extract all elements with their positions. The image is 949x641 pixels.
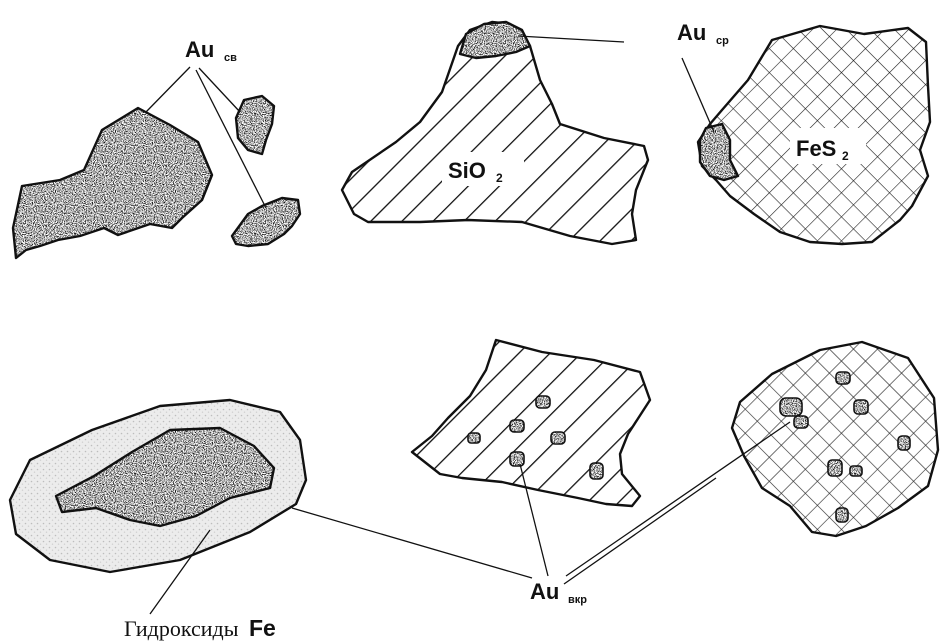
- label-au-free: Au св: [185, 37, 237, 64]
- pyrite-inclusion: [854, 400, 868, 414]
- label-hydroxides: Гидроксиды Fe: [124, 615, 276, 641]
- leader-au-disseminated-hydroxide: [292, 508, 532, 578]
- label-fes2: FeS 2: [790, 128, 866, 164]
- free-gold-small-grain-2: [232, 198, 300, 246]
- pyrite-inclusion: [828, 460, 842, 476]
- quartz-inclusion: [590, 463, 603, 479]
- pyrite-inclusion: [794, 416, 808, 428]
- label-au-disseminated: Au вкр: [530, 579, 587, 606]
- quartz-inclusion: [510, 420, 524, 432]
- fes2-main: FeS: [796, 136, 836, 161]
- pyrite-inclusion: [898, 436, 910, 450]
- quartz-inclusion: [551, 432, 565, 444]
- au-intergrowth-sub: ср: [716, 35, 729, 47]
- quartz-inclusion: [510, 452, 524, 466]
- quartz-inclusion: [468, 433, 480, 443]
- pyrite-inclusion: [780, 398, 802, 416]
- quartz-inclusion: [536, 396, 550, 408]
- label-au-intergrowth: Au ср: [677, 20, 729, 47]
- free-gold-large-grain: [13, 108, 212, 258]
- quartz-grain-disseminated: [412, 340, 650, 506]
- au-free-sub: св: [224, 52, 237, 64]
- au-disseminated-main: Au: [530, 579, 559, 604]
- hydroxides-element: Fe: [249, 615, 276, 641]
- au-free-main: Au: [185, 37, 214, 62]
- leader-quartz-gold: [518, 36, 624, 42]
- leader-au-free-1: [146, 67, 190, 112]
- pyrite-inclusion: [850, 466, 862, 476]
- fes2-sub: 2: [842, 149, 849, 163]
- label-sio2: SiO 2: [442, 152, 524, 186]
- sio2-main: SiO: [448, 158, 486, 183]
- au-disseminated-sub: вкр: [568, 594, 587, 606]
- leader-au-intergrowth: [682, 58, 714, 132]
- hydroxides-main: Гидроксиды: [124, 616, 239, 641]
- pyrite-inclusion: [836, 508, 848, 522]
- free-gold-small-grain-1: [236, 96, 274, 154]
- sio2-sub: 2: [496, 171, 503, 185]
- pyrite-inclusion: [836, 372, 850, 384]
- au-intergrowth-main: Au: [677, 20, 706, 45]
- leader-au-free-2: [199, 68, 240, 112]
